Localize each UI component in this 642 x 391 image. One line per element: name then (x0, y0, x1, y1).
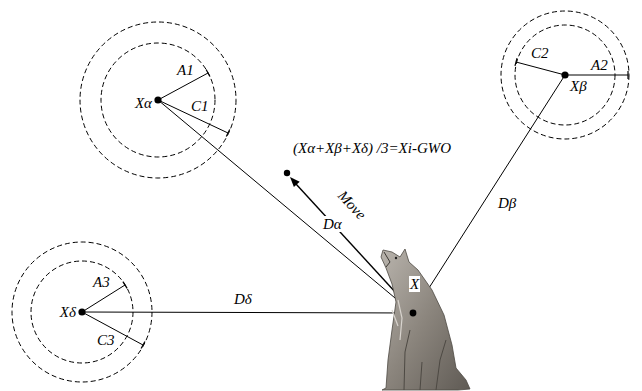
point-label: X (409, 276, 420, 292)
wolf-figure (381, 249, 470, 390)
radius-label: C3 (96, 332, 116, 348)
leader-point (78, 308, 85, 315)
position-point (410, 310, 417, 317)
wolf-legs (404, 330, 446, 390)
radius-label: C1 (190, 98, 210, 114)
segment-tick (226, 129, 229, 136)
point-label: Xδ (60, 304, 76, 320)
distance-label: Dβ (497, 195, 517, 211)
dashed-circle (31, 261, 133, 363)
circle-outline (12, 242, 152, 382)
radius-label: A3 (92, 274, 111, 290)
segment-tick (515, 58, 517, 66)
distance-label: Dδ (233, 291, 253, 307)
segment-tick (206, 69, 210, 76)
segment-tick (141, 341, 145, 348)
leader-point (561, 71, 568, 78)
distance-label: Dα (322, 216, 343, 232)
segment-tick (123, 282, 127, 289)
formula-label: (Xα+Xβ+Xδ) /3=Xi-GWO (292, 140, 452, 156)
leader-point (154, 96, 161, 103)
dashed-circle (101, 43, 215, 157)
target-circle: Xα (80, 22, 236, 178)
radius-label: C2 (530, 45, 550, 61)
dashed-circle (12, 242, 152, 382)
segment-tick (627, 71, 628, 79)
circle-outline (80, 22, 236, 178)
radius-label: A2 (590, 57, 609, 73)
radius-label: A1 (176, 62, 195, 78)
radius-segment (516, 62, 565, 75)
dashed-circle (501, 11, 629, 139)
distance-line (82, 312, 413, 313)
circle-outline (500, 10, 630, 140)
wolf-illustration (378, 248, 458, 391)
distance-line (413, 75, 565, 313)
mean-point (284, 170, 290, 176)
target-circle: Xδ (12, 242, 152, 382)
point-label: Xα (135, 95, 152, 111)
dashed-circle (80, 22, 236, 178)
wolf-eye (395, 257, 397, 259)
target-circle: Xβ (500, 10, 630, 140)
wolf-chest (392, 300, 402, 340)
wolf-node: X (378, 248, 458, 391)
radius-segment (565, 75, 628, 76)
move-arrow (296, 184, 408, 306)
arrow-head (290, 177, 300, 187)
point-label: Xβ (570, 78, 587, 94)
wolf-mouth (384, 252, 390, 267)
distance-line (158, 100, 413, 313)
